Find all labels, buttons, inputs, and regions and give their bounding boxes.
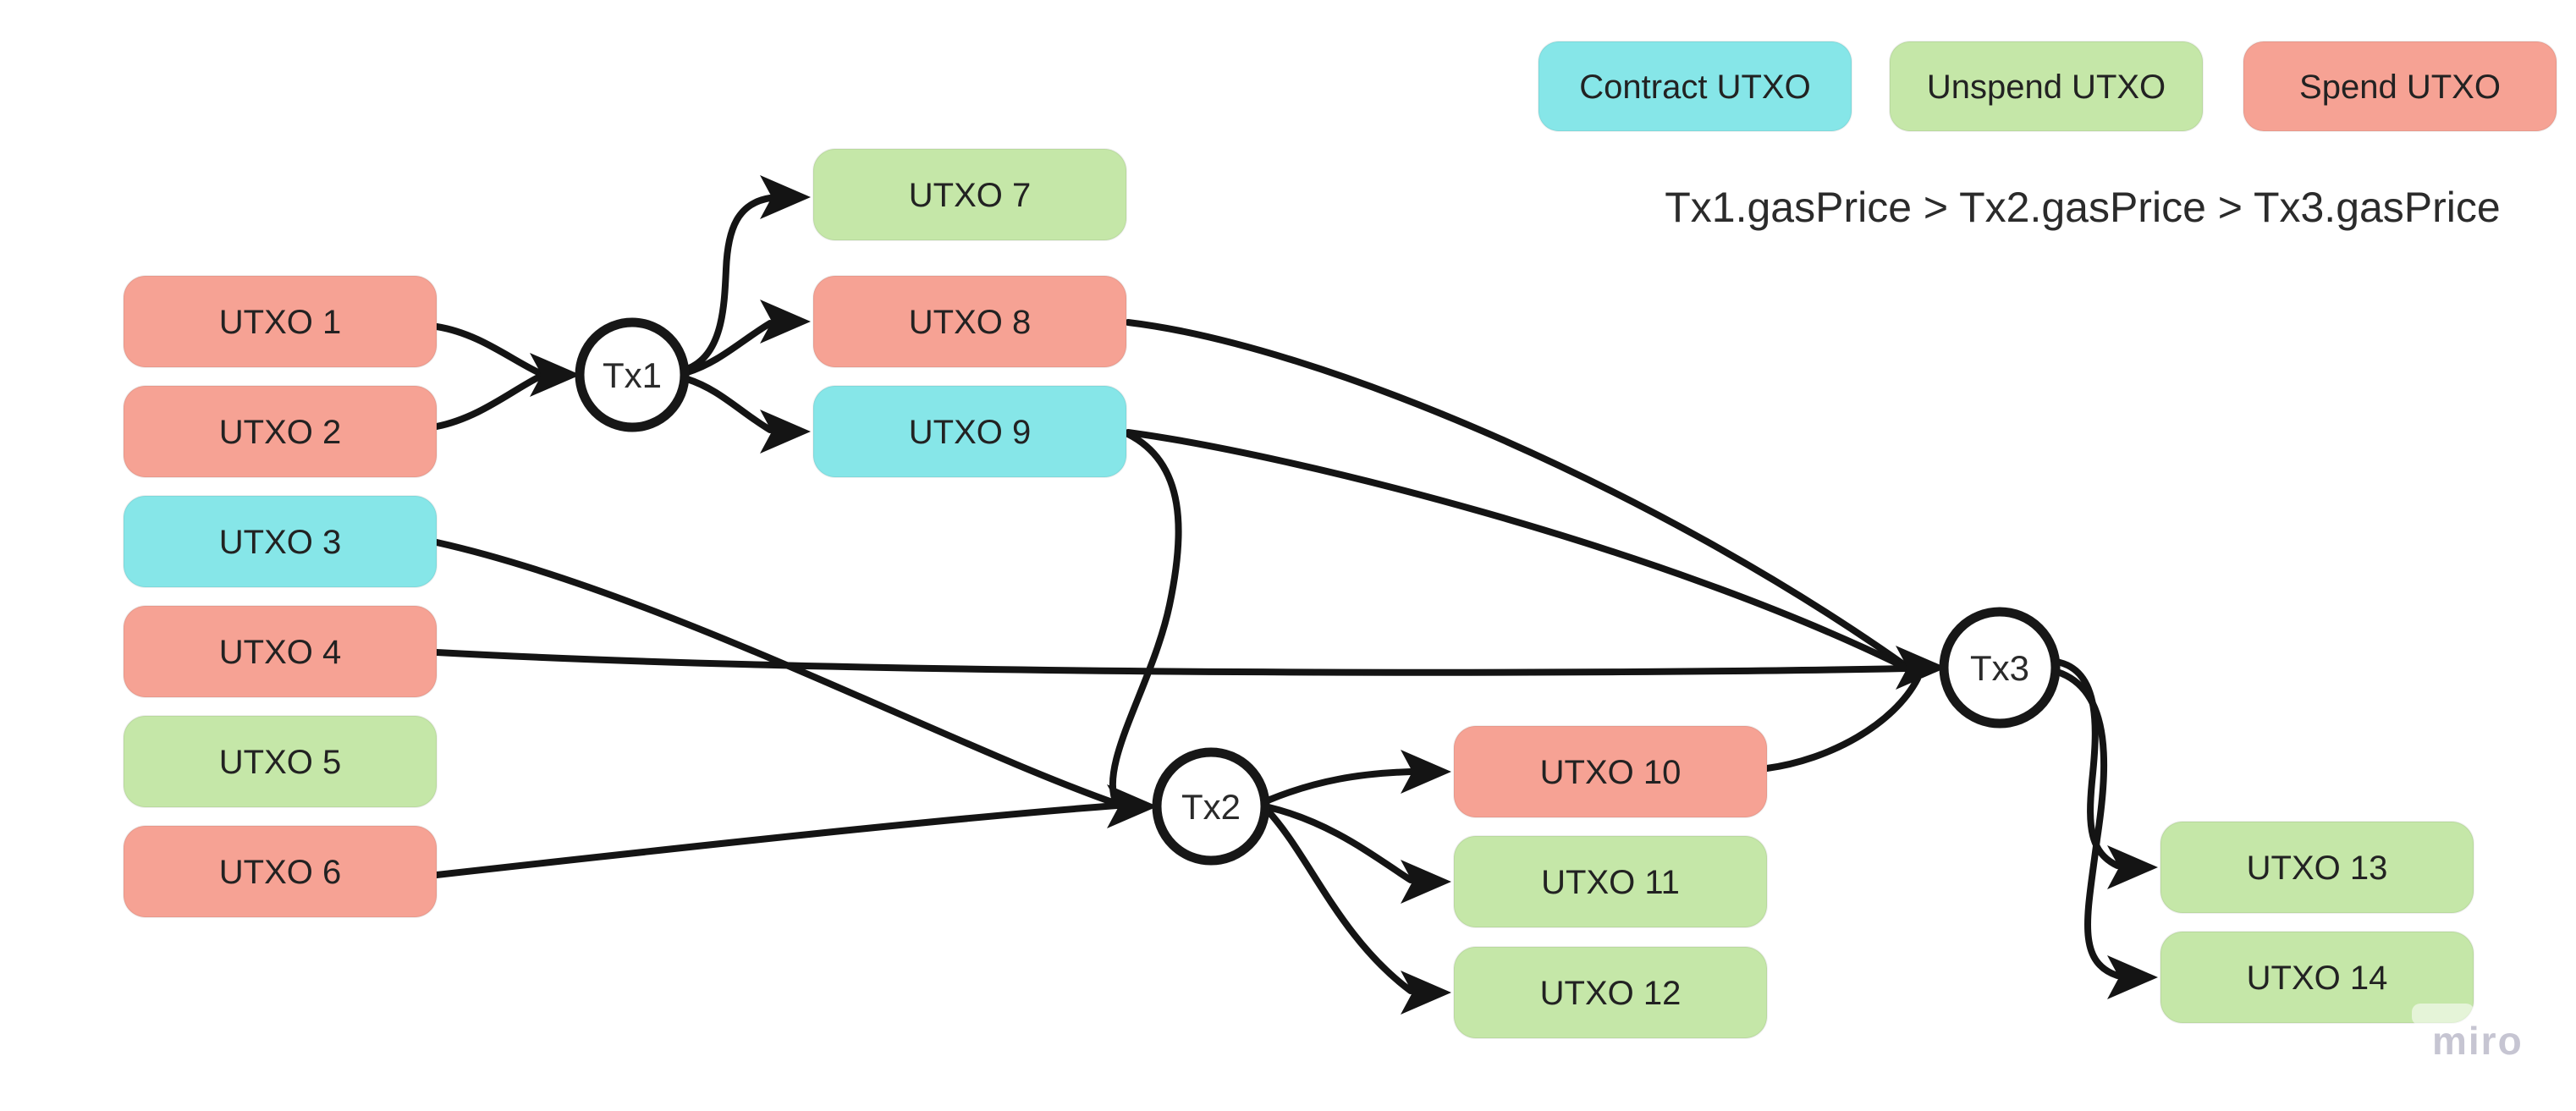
edge-utxo3-to-tx2[interactable]: [433, 539, 1120, 807]
utxo-13-label: UTXO 13: [2247, 850, 2388, 887]
utxo-11-label: UTXO 11: [1541, 864, 1680, 901]
node-tx2[interactable]: Tx2: [1152, 747, 1270, 866]
utxo-2-label: UTXO 2: [219, 414, 341, 451]
edge-utxo6-to-tx2[interactable]: [433, 802, 1120, 878]
edge-utxo9-to-tx3[interactable]: [1125, 429, 1909, 671]
node-utxo-2[interactable]: UTXO 2: [123, 385, 438, 478]
utxo-7-label: UTXO 7: [909, 177, 1031, 214]
edge-utxo2-to-tx1[interactable]: [433, 373, 543, 430]
edge-utxo1-to-tx1[interactable]: [433, 323, 543, 377]
edge-tx1-to-utxo8[interactable]: [684, 320, 773, 376]
arrowheads-layer: [530, 175, 2158, 1015]
tx1-circle: [575, 317, 690, 432]
utxo-14-box: [2160, 931, 2474, 1024]
utxo-9-label: UTXO 9: [909, 414, 1031, 451]
utxo-2-box: [123, 385, 438, 478]
utxo-3-label: UTXO 3: [219, 524, 341, 561]
tx1-label: Tx1: [603, 355, 662, 395]
node-tx1[interactable]: Tx1: [575, 317, 690, 432]
edge-utxo9-to-tx2[interactable]: [1109, 431, 1182, 808]
edge-tx2-to-utxo12[interactable]: [1264, 807, 1414, 994]
utxo-10-box: [1453, 725, 1768, 818]
utxo-1-box: [123, 275, 438, 368]
utxo-13-box: [2160, 821, 2474, 914]
legend-label-contract: Contract UTXO: [1579, 69, 1810, 106]
edge-tx1-to-utxo7[interactable]: [684, 195, 773, 372]
legend-item-unspend-utxo[interactable]: Unspend UTXO: [1889, 41, 2204, 132]
node-utxo-6[interactable]: UTXO 6: [123, 825, 438, 918]
node-utxo-13[interactable]: UTXO 13: [2160, 821, 2474, 914]
watermark-backdrop: [2412, 1004, 2474, 1026]
legend-swatch-spend: [2243, 41, 2557, 132]
legend-swatch-contract: [1538, 41, 1852, 132]
utxo-4-label: UTXO 4: [219, 634, 341, 671]
utxo-6-label: UTXO 6: [219, 854, 341, 891]
legend-item-spend-utxo[interactable]: Spend UTXO: [2243, 41, 2557, 132]
tx3-label: Tx3: [1970, 648, 2029, 688]
node-utxo-14[interactable]: UTXO 14: [2160, 931, 2474, 1024]
utxo-6-box: [123, 825, 438, 918]
node-utxo-10[interactable]: UTXO 10: [1453, 725, 1768, 818]
legend-item-contract-utxo[interactable]: Contract UTXO: [1538, 41, 1852, 132]
edges-layer: [433, 195, 2121, 994]
gas-price-note: Tx1.gasPrice > Tx2.gasPrice > Tx3.gasPri…: [1665, 184, 2500, 231]
node-tx3[interactable]: Tx3: [1939, 607, 2061, 729]
utxo-8-box: [812, 275, 1127, 368]
utxo-9-box: [812, 385, 1127, 478]
utxo-1-label: UTXO 1: [219, 304, 341, 341]
utxo-7-box: [812, 148, 1127, 241]
legend-label-spend: Spend UTXO: [2299, 69, 2501, 106]
edge-tx2-to-utxo10[interactable]: [1264, 768, 1414, 804]
node-utxo-9[interactable]: UTXO 9: [812, 385, 1127, 478]
utxo-3-box: [123, 495, 438, 588]
tx3-circle: [1939, 607, 2061, 729]
node-utxo-3[interactable]: UTXO 3: [123, 495, 438, 588]
tx2-label: Tx2: [1181, 787, 1241, 827]
tx2-circle: [1152, 747, 1270, 866]
utxo-4-box: [123, 605, 438, 698]
legend-swatch-unspend: [1889, 41, 2204, 132]
edge-utxo4-to-tx3[interactable]: [433, 649, 1909, 676]
node-utxo-7[interactable]: UTXO 7: [812, 148, 1127, 241]
utxo-14-label: UTXO 14: [2247, 960, 2388, 997]
edge-tx1-to-utxo9[interactable]: [684, 376, 773, 433]
node-utxo-1[interactable]: UTXO 1: [123, 275, 438, 368]
edge-utxo10-to-tx3[interactable]: [1764, 675, 1921, 772]
miro-logo: miro: [2432, 1019, 2524, 1063]
utxo-11-box: [1453, 835, 1768, 928]
utxo-8-label: UTXO 8: [909, 304, 1031, 341]
legend-label-unspend: Unspend UTXO: [1927, 69, 2166, 106]
node-utxo-5[interactable]: UTXO 5: [123, 715, 438, 808]
utxo-12-label: UTXO 12: [1540, 975, 1682, 1012]
node-utxo-11[interactable]: UTXO 11: [1453, 835, 1768, 928]
edge-tx3-to-utxo14[interactable]: [2054, 668, 2121, 979]
utxo-5-box: [123, 715, 438, 808]
node-utxo-8[interactable]: UTXO 8: [812, 275, 1127, 368]
edge-utxo8-to-tx3[interactable]: [1125, 319, 1909, 669]
edge-tx2-to-utxo11[interactable]: [1265, 804, 1414, 883]
utxo-12-box: [1453, 946, 1768, 1039]
legend: Contract UTXO Unspend UTXO Spend UTXO: [1538, 41, 2557, 132]
node-utxo-12[interactable]: UTXO 12: [1453, 946, 1768, 1039]
utxo-10-label: UTXO 10: [1540, 754, 1682, 791]
utxo-5-label: UTXO 5: [219, 744, 341, 781]
node-utxo-4[interactable]: UTXO 4: [123, 605, 438, 698]
